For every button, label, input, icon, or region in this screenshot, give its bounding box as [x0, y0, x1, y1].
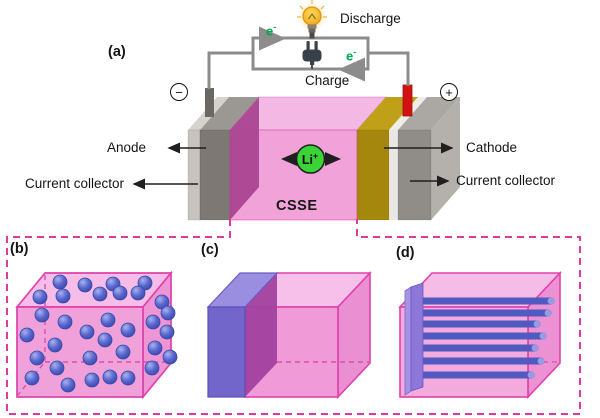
- charge-label: Charge: [305, 73, 350, 88]
- negative-lead-wire: [207, 51, 253, 89]
- panel-c-label: (c): [201, 242, 219, 258]
- panel-c-interface-face: [245, 273, 277, 397]
- positive-terminal-post: [402, 84, 413, 117]
- light-bulb-icon: [297, 0, 327, 39]
- left-collector-label: Current collector: [25, 176, 125, 191]
- right-collector-top-face: [398, 97, 460, 130]
- anode-top-face: [200, 97, 259, 130]
- csse-left-side-face: [230, 97, 259, 220]
- electron-label-discharge: e-: [266, 22, 277, 39]
- filler-particles: [19, 274, 178, 393]
- cathode-front-face: [356, 129, 390, 221]
- battery-assembly: [187, 84, 460, 221]
- panel-a-label: (a): [108, 44, 126, 60]
- right-collector-front-face: [397, 129, 432, 221]
- discharge-label: Discharge: [340, 11, 401, 26]
- plug-icon: [302, 41, 322, 69]
- cathode-label: Cathode: [466, 140, 518, 155]
- li-ion-label: Li+: [301, 151, 319, 168]
- panel-d-label: (d): [396, 245, 415, 261]
- separator-strip-front-face: [389, 130, 398, 220]
- csse-label: CSSE: [276, 198, 318, 214]
- label-arrows: [132, 142, 454, 190]
- rod-base-plate: [404, 282, 424, 396]
- panel-c-blue-front-face: [207, 306, 246, 398]
- negative-terminal-symbol: −: [170, 83, 188, 101]
- positive-lead-wire: [368, 51, 410, 86]
- panel-b-label: (b): [10, 241, 29, 257]
- aligned-rods: [416, 297, 555, 379]
- panel-c-layered-composite: [206, 270, 372, 400]
- electron-label-charge: e-: [346, 47, 357, 64]
- anode-label: Anode: [107, 140, 147, 155]
- right-collector-side-face: [431, 97, 460, 220]
- anode-front-face: [199, 129, 231, 221]
- negative-terminal-post: [205, 88, 214, 117]
- li-ion-shuttle: [281, 144, 341, 174]
- panel-b-particle-composite: [15, 270, 178, 400]
- li-ion-circle: [295, 144, 326, 174]
- left-collector-front-face: [187, 129, 201, 221]
- positive-terminal-symbol: +: [440, 83, 458, 101]
- panel-d-aligned-rod-composite: [398, 270, 562, 400]
- right-collector-label: Current collector: [456, 173, 556, 188]
